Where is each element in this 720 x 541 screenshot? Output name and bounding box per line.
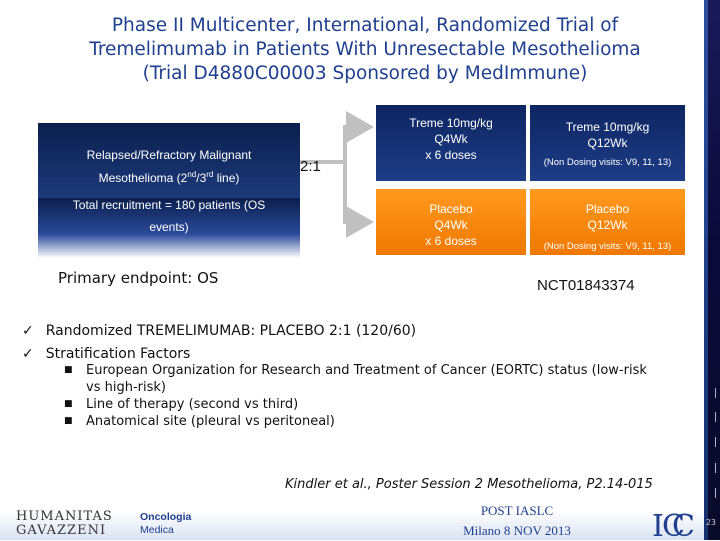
arm-line: Placebo xyxy=(429,202,473,216)
arm-line: Q12Wk xyxy=(587,136,628,150)
population-text: Mesothelioma (2 xyxy=(98,171,188,185)
reference-citation: Kindler et al., Poster Session 2 Mesothe… xyxy=(285,477,653,492)
check-icon: ✓ xyxy=(22,323,34,339)
arm-line: Q12Wk xyxy=(587,218,628,232)
bar-tick xyxy=(715,388,716,398)
page-number: 23 xyxy=(705,518,716,527)
treme-induction-box: Treme 10mg/kg Q4Wk x 6 doses xyxy=(376,105,526,181)
population-text: /3 xyxy=(196,171,207,185)
nct-number: NCT01843374 xyxy=(537,277,635,294)
population-text: line) xyxy=(213,171,240,185)
event-line: POST IASLC xyxy=(480,503,554,518)
dept-line: Oncologia xyxy=(140,511,192,523)
title-line: (Trial D4880C00003 Sponsored by MedImmun… xyxy=(142,63,588,84)
square-bullet-icon: ■ xyxy=(64,399,73,409)
title-line: Phase II Multicenter, International, Ran… xyxy=(111,15,619,36)
arm-line: Treme 10mg/kg xyxy=(565,120,650,134)
right-dark-bar xyxy=(708,0,720,540)
bullet-text: Randomized TREMELIMUMAB: PLACEBO 2:1 (12… xyxy=(45,323,417,339)
slide-title: Phase II Multicenter, International, Ran… xyxy=(60,14,670,86)
primary-endpoint: Primary endpoint: OS xyxy=(58,269,219,287)
population-box: Relapsed/Refractory Malignant Mesothelio… xyxy=(38,123,300,198)
sub-bullet-text: European Organization for Research and T… xyxy=(86,363,647,395)
sub-bullet-text: Line of therapy (second vs third) xyxy=(86,397,299,412)
bullet-item: ✓ Randomized TREMELIMUMAB: PLACEBO 2:1 (1… xyxy=(22,320,416,343)
placebo-induction-box: Placebo Q4Wk x 6 doses xyxy=(376,189,526,255)
bar-tick xyxy=(715,437,716,447)
arm-line: Q4Wk xyxy=(434,132,468,146)
event-label: POST IASLC Milano 8 NOV 2013 xyxy=(452,501,582,541)
footer-band xyxy=(0,510,704,540)
arrow-to-placebo xyxy=(300,160,374,238)
sub-bullet-item: ■ Anatomical site (pleural vs peritoneal) xyxy=(64,413,664,430)
sub-bullet-item: ■ Line of therapy (second vs third) xyxy=(64,396,664,413)
superscript: nd xyxy=(187,170,197,179)
bar-tick xyxy=(715,412,716,422)
right-accent-bar xyxy=(704,0,708,540)
arm-line: x 6 doses xyxy=(425,148,477,162)
arm-note: (Non Dosing visits: V9, 11, 13) xyxy=(543,241,672,252)
bar-tick xyxy=(715,463,716,473)
title-line: Tremelimumab in Patients With Unresectab… xyxy=(89,39,641,60)
arm-line: Treme 10mg/kg xyxy=(409,116,493,130)
svg-text:C: C xyxy=(662,509,685,540)
department-label: Oncologia Medica xyxy=(140,511,191,537)
bullet-text: Stratification Factors xyxy=(45,346,191,362)
dept-line: Medica xyxy=(140,524,174,536)
arm-line: Q4Wk xyxy=(434,218,468,232)
arrow-to-treme xyxy=(300,111,374,164)
recruitment-box: Total recruitment = 180 patients (OS eve… xyxy=(38,198,300,258)
population-line: Mesothelioma (2nd/3rd line) xyxy=(38,170,300,185)
check-icon: ✓ xyxy=(22,346,34,362)
placebo-maintenance-box: Placebo Q12Wk (Non Dosing visits: V9, 11… xyxy=(530,189,685,255)
event-line: Milano 8 NOV 2013 xyxy=(463,523,571,538)
recruitment-line: Total recruitment = 180 patients (OS xyxy=(72,198,266,212)
svg-text:C: C xyxy=(672,509,695,540)
superscript: rd xyxy=(206,170,214,179)
logo-line: GAVAZZENI xyxy=(16,523,107,538)
svg-text:I: I xyxy=(652,509,664,540)
population-line: Relapsed/Refractory Malignant xyxy=(86,148,252,162)
institution-logo-icon: I C C xyxy=(652,509,695,540)
square-bullet-icon: ■ xyxy=(64,416,73,426)
sub-bullet-text: Anatomical site (pleural vs peritoneal) xyxy=(86,414,335,429)
arm-note: (Non Dosing visits: V9, 11, 13) xyxy=(543,157,672,168)
sub-bullets: ■ European Organization for Research and … xyxy=(64,362,664,430)
randomization-ratio: 2:1 xyxy=(300,158,321,175)
treme-maintenance-box: Treme 10mg/kg Q12Wk (Non Dosing visits: … xyxy=(530,105,685,181)
bar-tick xyxy=(715,488,716,498)
arm-line: Placebo xyxy=(585,202,630,216)
bullet-item: ✓ Stratification Factors xyxy=(22,343,416,366)
main-bullets: ✓ Randomized TREMELIMUMAB: PLACEBO 2:1 (1… xyxy=(22,320,416,366)
humanitas-logo: HUMANITAS GAVAZZENI xyxy=(16,510,113,538)
recruitment-line: events) xyxy=(149,220,189,234)
arm-line: x 6 doses xyxy=(425,234,477,248)
square-bullet-icon: ■ xyxy=(64,365,73,375)
logo-line: HUMANITAS xyxy=(16,509,113,524)
sub-bullet-item: ■ European Organization for Research and … xyxy=(64,362,664,396)
